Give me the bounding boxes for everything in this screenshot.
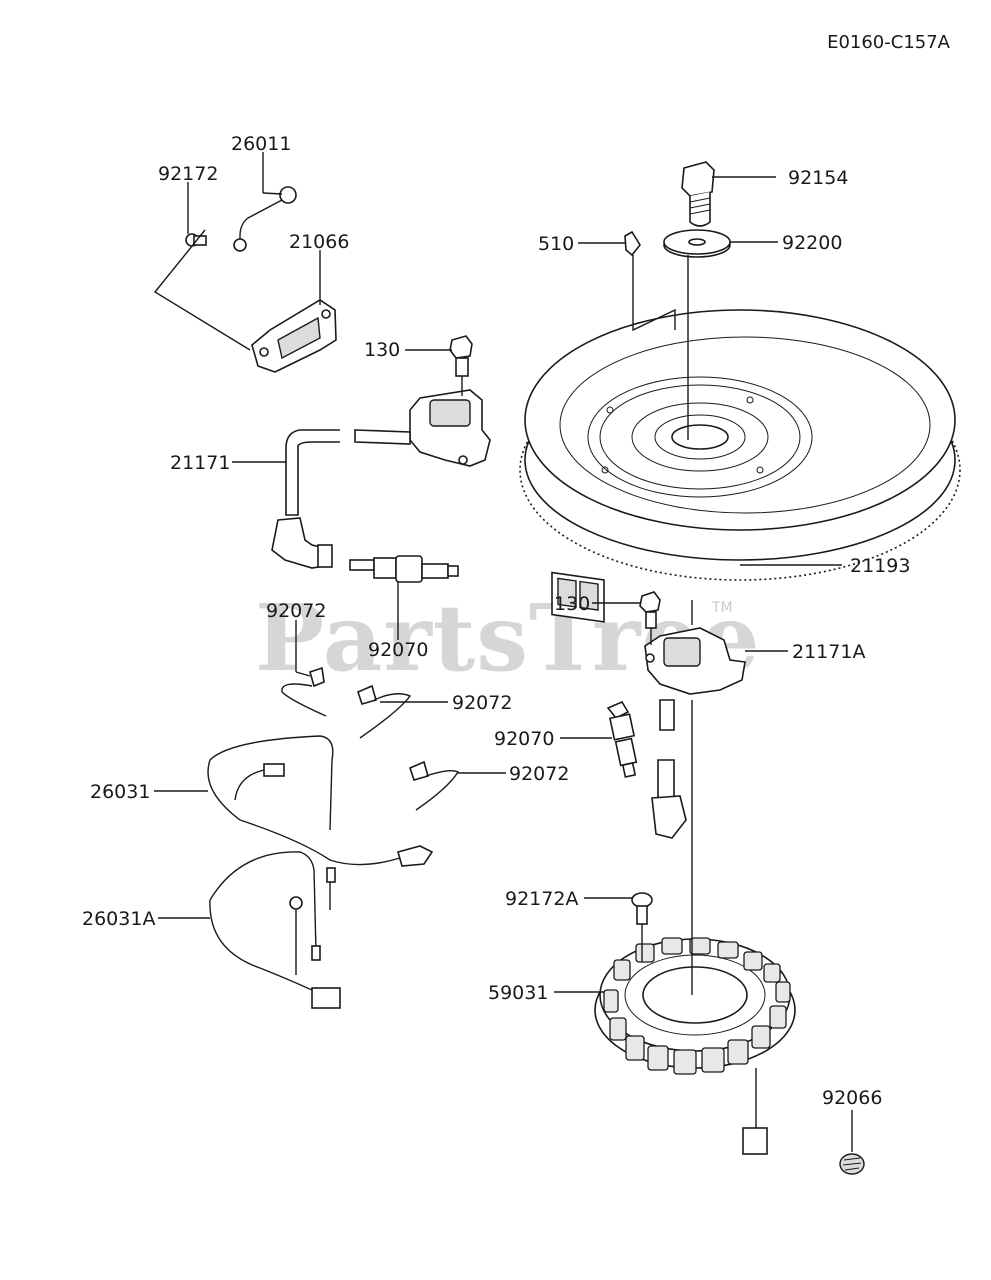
callout-92072-a: 92072 — [266, 600, 326, 622]
bolt-130-mid[interactable] — [639, 591, 661, 645]
clamp-92072-a[interactable] — [281, 666, 327, 717]
callout-92072-b: 92072 — [452, 692, 512, 714]
callout-21193: 21193 — [850, 555, 910, 577]
callout-21171: 21171 — [170, 452, 230, 474]
callout-26011: 26011 — [231, 133, 291, 155]
diagram-code: E0160-C157A — [827, 32, 951, 53]
callout-130-mid: 130 — [554, 593, 590, 615]
callout-92154: 92154 — [788, 167, 848, 189]
callout-92200: 92200 — [782, 232, 842, 254]
lead-26011[interactable] — [233, 186, 297, 252]
stator-59031[interactable] — [594, 937, 796, 1155]
bolt-130-top[interactable] — [449, 335, 473, 396]
harness-26031[interactable] — [207, 735, 434, 883]
callout-26031A: 26031A — [82, 908, 155, 930]
screw-92172A[interactable] — [631, 892, 653, 962]
harness-26031A[interactable] — [209, 851, 341, 1009]
callout-92066: 92066 — [822, 1087, 882, 1109]
washer-92200[interactable] — [663, 229, 731, 258]
watermark-tm: TM — [711, 600, 733, 616]
ignition-coil-21171A[interactable] — [644, 627, 746, 839]
regulator-21066[interactable] — [251, 299, 337, 373]
callout-21171A: 21171A — [792, 641, 865, 663]
spark-plug-92070-left[interactable] — [349, 555, 459, 583]
callout-92070-right: 92070 — [494, 728, 554, 750]
callout-26031: 26031 — [90, 781, 150, 803]
clamp-92072-b[interactable] — [357, 684, 412, 739]
flywheel[interactable] — [519, 309, 961, 623]
callout-92172A: 92172A — [505, 888, 578, 910]
clamp-92072-c[interactable] — [409, 760, 460, 811]
ignition-coil-21171[interactable] — [271, 389, 491, 569]
grommet-92066[interactable] — [839, 1153, 865, 1175]
key-510[interactable] — [624, 230, 641, 257]
callout-510: 510 — [538, 233, 574, 255]
bolt-92154[interactable] — [681, 161, 715, 227]
screw-92172[interactable] — [185, 233, 207, 247]
callout-92172: 92172 — [158, 163, 218, 185]
callout-130-top: 130 — [364, 339, 400, 361]
spark-plug-92070-right[interactable] — [606, 700, 638, 778]
callout-59031: 59031 — [488, 982, 548, 1004]
callout-21066: 21066 — [289, 231, 349, 253]
callout-92070-left: 92070 — [368, 639, 428, 661]
callout-92072-c: 92072 — [509, 763, 569, 785]
